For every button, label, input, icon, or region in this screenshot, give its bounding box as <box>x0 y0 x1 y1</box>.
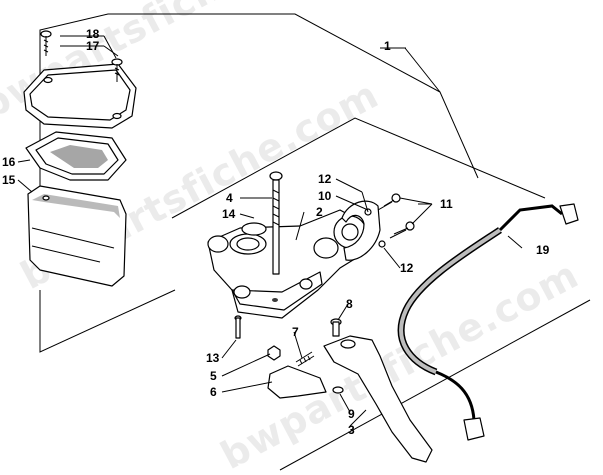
master-cylinder <box>207 209 367 319</box>
reservoir-cover <box>23 63 137 129</box>
brake-hose <box>397 203 579 441</box>
pivot-bolt <box>330 318 342 337</box>
brake-lever <box>323 335 433 463</box>
diaphragm <box>25 131 127 181</box>
callout-11: 11 <box>440 197 453 211</box>
callout-16: 16 <box>2 155 16 169</box>
callout-4: 4 <box>226 191 233 205</box>
callout-12-lower: 12 <box>400 261 414 275</box>
cover-screws <box>40 30 123 82</box>
callout-19: 19 <box>536 243 550 257</box>
handlebar-clamp <box>341 200 381 261</box>
spring <box>295 351 315 367</box>
callout-9: 9 <box>348 407 355 421</box>
callout-8: 8 <box>346 297 353 311</box>
callout-17: 17 <box>86 39 100 53</box>
washer-9 <box>332 386 344 394</box>
callout-10: 10 <box>318 189 332 203</box>
screw-13 <box>234 315 242 339</box>
leader-lines <box>17 35 523 427</box>
callout-labels: 1 2 3 4 5 6 7 8 9 10 11 12 12 13 14 15 1… <box>2 27 550 437</box>
callout-14: 14 <box>222 207 236 221</box>
callout-15: 15 <box>2 173 16 187</box>
callout-6: 6 <box>210 385 217 399</box>
o-ring <box>241 222 267 236</box>
bolt-4 <box>269 171 283 275</box>
lever-guard <box>267 365 327 399</box>
clamp-screws <box>377 193 415 239</box>
washer-12-lower <box>378 240 386 248</box>
callout-7: 7 <box>292 325 299 339</box>
callout-13: 13 <box>206 351 220 365</box>
nut <box>267 345 281 361</box>
callout-12-upper: 12 <box>318 172 332 186</box>
callout-3: 3 <box>348 423 355 437</box>
callout-2: 2 <box>316 205 323 219</box>
reservoir <box>27 185 127 287</box>
assembly-outline <box>39 13 591 471</box>
callout-5: 5 <box>210 369 217 383</box>
callout-1: 1 <box>384 39 391 53</box>
callout-18: 18 <box>86 27 100 41</box>
